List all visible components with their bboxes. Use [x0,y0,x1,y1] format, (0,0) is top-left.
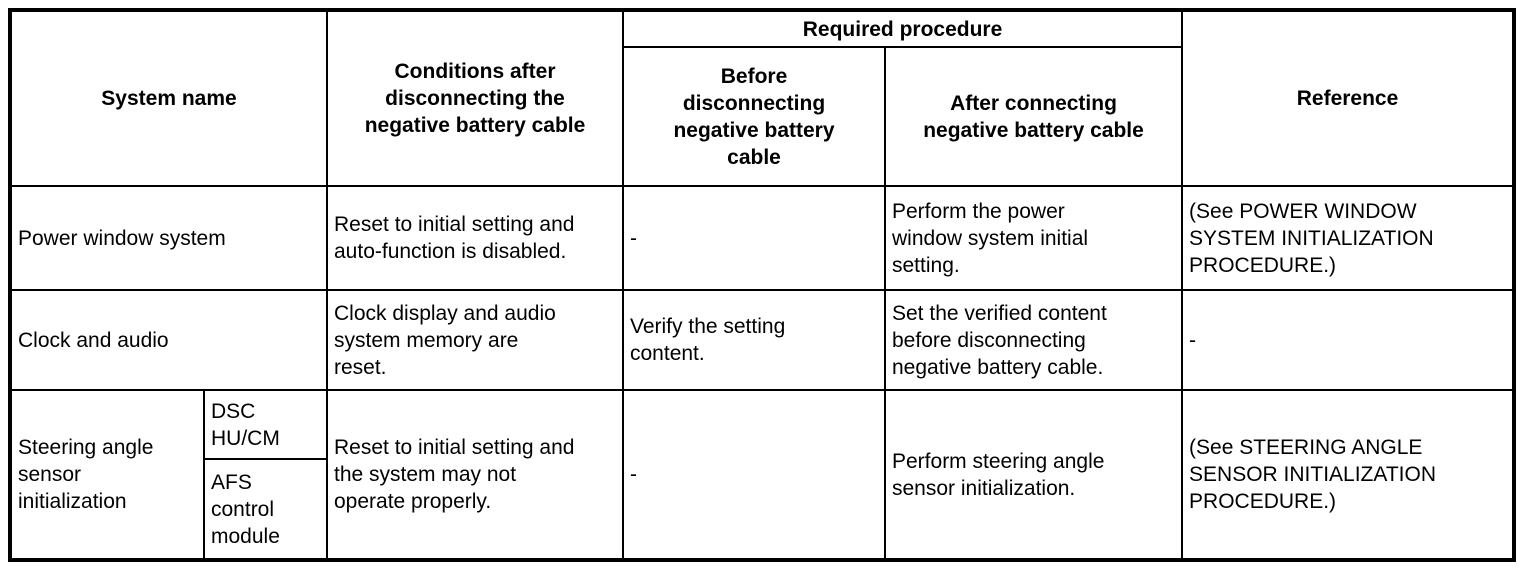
cell-after-clock-audio: Set the verified content before disconne… [883,289,1184,391]
cell-after-steering-angle: Perform steering angle sensor initializa… [883,389,1184,561]
header-required-procedure: Required procedure [621,9,1184,48]
cell-after-power-window: Perform the power window system initial … [883,185,1184,291]
cell-before-power-window: - [622,185,886,291]
header-reference: Reference [1181,9,1516,187]
table-row-power-window: Power window system Reset to initial set… [9,185,1516,291]
header-system-name: System name [9,9,328,187]
cell-reference-steering-angle: (See STEERING ANGLE SENSOR INITIALIZATIO… [1181,389,1516,561]
cell-reference-clock-audio: - [1181,289,1516,391]
cell-subsystem-dsc-hucm: DSC HU/CM [203,389,328,460]
cell-subsystem-afs-control-module: AFS control module [203,458,328,561]
header-after-connecting: After connecting negative battery cable [883,46,1184,187]
cell-system-steering-angle: Steering angle sensor initialization [9,389,205,561]
cell-system-clock-audio: Clock and audio [9,289,328,391]
header-before-disconnecting: Before disconnecting negative battery ca… [622,46,886,187]
cell-reference-power-window: (See POWER WINDOW SYSTEM INITIALIZATION … [1181,185,1516,291]
cell-conditions-clock-audio: Clock display and audio system memory ar… [326,289,624,391]
cell-before-steering-angle: - [622,389,886,561]
header-conditions: Conditions after disconnecting the negat… [326,9,624,187]
table-row-steering-angle: Steering angle sensor initialization DSC… [9,389,1516,561]
table-row-clock-audio: Clock and audio Clock display and audio … [9,289,1516,391]
table-row-steering-angle-afs: AFS control module [10,458,1514,561]
cell-before-clock-audio: Verify the setting content. [622,289,886,391]
cell-system-power-window: Power window system [9,185,328,291]
battery-disconnect-procedure-table: System name Conditions after disconnecti… [8,8,1517,562]
cell-conditions-power-window: Reset to initial setting and auto-functi… [326,185,624,291]
cell-conditions-steering-angle: Reset to initial setting and the system … [326,389,624,561]
